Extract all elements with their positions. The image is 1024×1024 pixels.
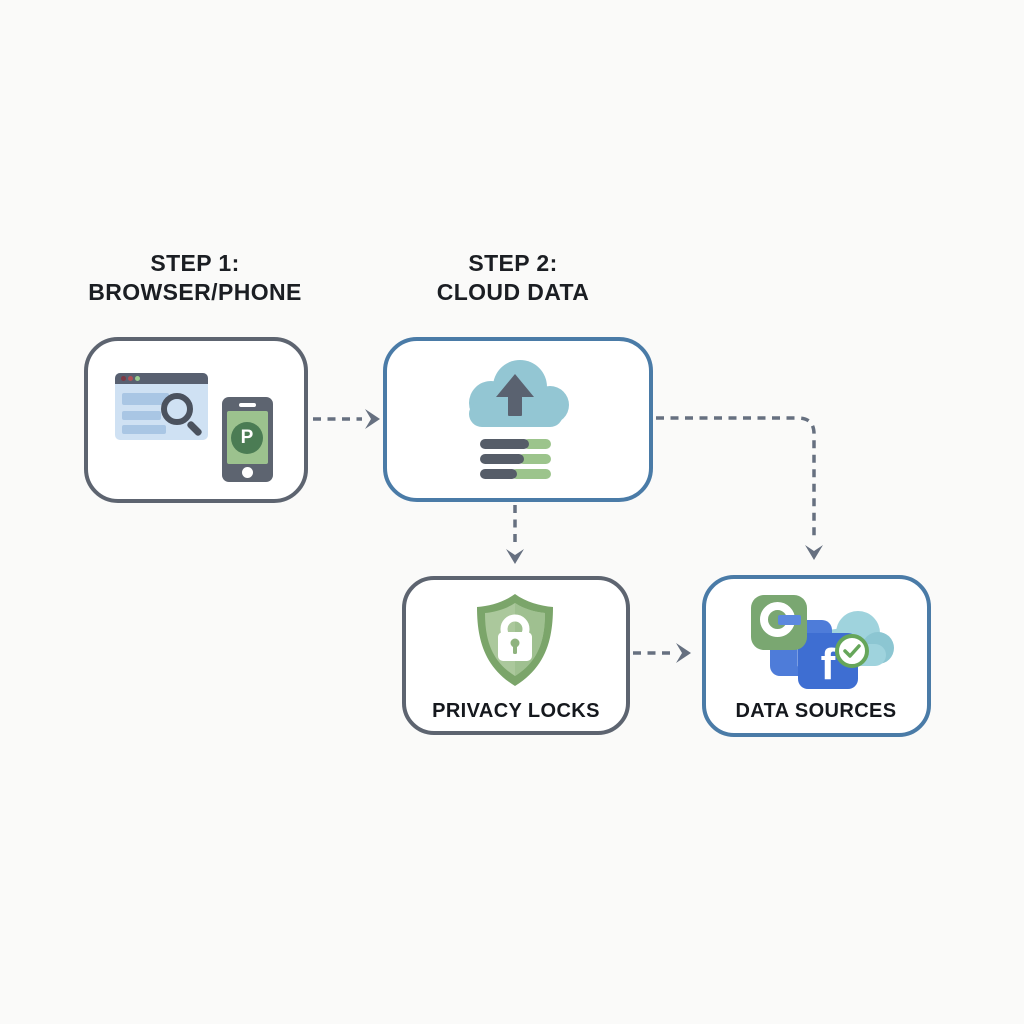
arrowhead-right-icon — [676, 643, 691, 663]
step1-heading-line2: BROWSER/PHONE — [88, 279, 302, 305]
app-badge-letter: P — [240, 427, 254, 448]
phone-speaker — [239, 403, 256, 407]
browser-dot-icon — [128, 376, 133, 381]
arrowhead-down-icon — [805, 545, 823, 560]
padlock-icon — [498, 614, 532, 661]
upload-arrow-icon — [496, 374, 534, 416]
step2-heading-line2: CLOUD DATA — [436, 279, 590, 305]
text-line-placeholder — [122, 425, 166, 434]
arrow-step2-to-datasources — [656, 416, 816, 541]
bar-segment-green — [523, 439, 551, 449]
arrowhead-down-icon — [506, 549, 524, 564]
check-badge-icon — [835, 634, 869, 668]
text-line-placeholder — [122, 393, 169, 405]
phone-screen: P — [227, 411, 268, 464]
search-icon-handle — [186, 420, 203, 437]
data-bar — [480, 454, 551, 464]
step2-heading: STEP 2: CLOUD DATA — [378, 249, 648, 307]
text-line-placeholder — [122, 411, 161, 420]
browser-dot-icon — [121, 376, 126, 381]
privacy-locks-label: PRIVACY LOCKS — [432, 700, 600, 722]
browser-dot-icon — [135, 376, 140, 381]
shield-lock-icon — [477, 594, 553, 686]
search-icon — [161, 393, 193, 425]
bar-segment-green — [518, 454, 551, 464]
data-sources-label: DATA SOURCES — [735, 700, 897, 722]
smartphone-icon: P — [222, 397, 273, 482]
step1-heading-line1: STEP 1: — [150, 250, 240, 276]
bar-segment-gray — [480, 439, 529, 449]
browser-titlebar — [115, 373, 208, 384]
data-bars-icon — [480, 439, 551, 484]
browser-window-icon — [115, 373, 208, 440]
step1-heading: STEP 1: BROWSER/PHONE — [60, 249, 330, 307]
arrowhead-right-icon — [365, 409, 380, 429]
bar-segment-gray — [480, 469, 517, 479]
google-g-bar — [778, 615, 801, 625]
bar-segment-gray — [480, 454, 524, 464]
cloud-upload-icon — [469, 360, 569, 427]
facebook-letter: f — [820, 640, 836, 689]
data-bar — [480, 439, 551, 449]
data-bar — [480, 469, 551, 479]
step2-heading-line1: STEP 2: — [468, 250, 558, 276]
bar-segment-green — [511, 469, 551, 479]
app-badge-icon: P — [231, 422, 263, 454]
checkmark-icon — [843, 644, 861, 658]
phone-home-button — [242, 467, 253, 478]
google-icon — [751, 595, 807, 650]
